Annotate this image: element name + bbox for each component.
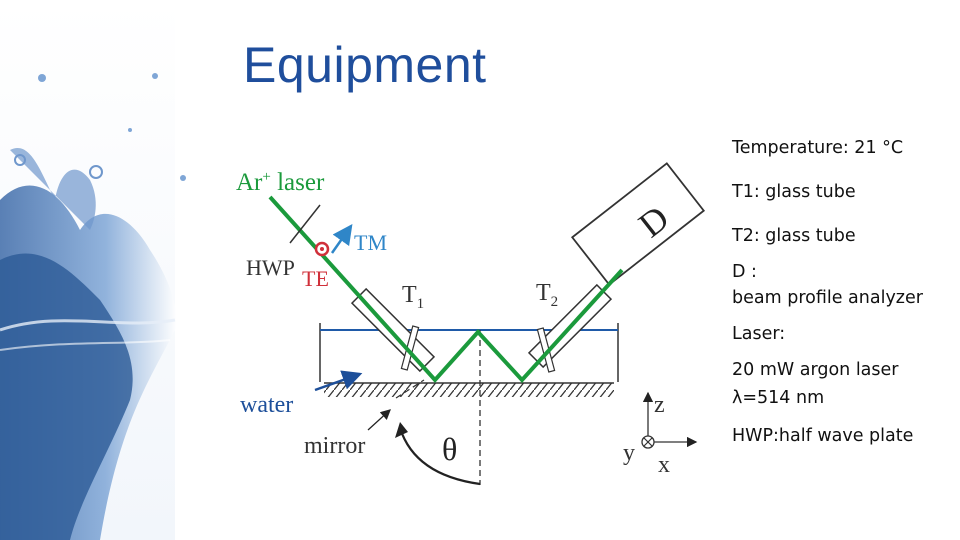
t1-label: T1 [402,282,424,312]
note-laser-label: Laser: [732,324,786,344]
laser-label: Ar+ laser [236,169,325,196]
slide-title: Equipment [243,37,487,93]
axis-x-label: x [658,452,670,478]
setup-diagram: Ar+ laser HWP TE TM T1 T2 D water mirror… [236,162,706,486]
detector-box [570,162,706,286]
tm-polarization-arrow [330,223,353,254]
note-wavelength: λ=514 nm [732,388,825,408]
laser-beam [268,195,624,383]
theta-arc [398,427,481,486]
note-d-desc: beam profile analyzer [732,288,923,308]
t2-label: T2 [536,280,558,310]
water-splash-image [0,0,215,540]
note-laser-desc: 20 mW argon laser [732,360,899,380]
water-arrow [314,370,363,392]
tm-label: TM [354,230,387,255]
half-wave-plate [289,204,321,244]
note-d-label: D : [732,262,757,282]
note-hwp: HWP:half wave plate [732,426,914,446]
hwp-label: HWP [246,255,295,280]
mirror-arrow [367,409,391,431]
note-temperature: Temperature: 21 °C [732,138,904,158]
te-label: TE [302,266,329,291]
axis-z-label: z [654,392,665,418]
axis-y-label: y [623,440,635,466]
note-t2: T2: glass tube [732,226,856,246]
mirror-label: mirror [304,433,365,459]
note-t1: T1: glass tube [732,182,856,202]
coordinate-axes [641,391,698,449]
water-label: water [240,392,293,418]
theta-label: θ [442,431,457,467]
water-tank [319,323,619,382]
mirror-surface [324,383,614,397]
